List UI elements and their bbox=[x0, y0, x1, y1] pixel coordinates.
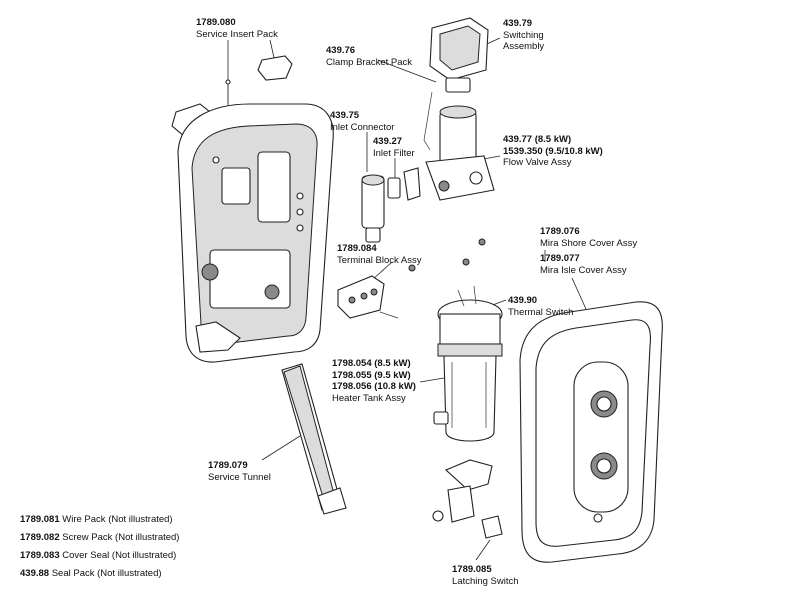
part-number: 1539.350 (9.5/10.8 kW) bbox=[503, 145, 603, 157]
part-description: Assembly bbox=[503, 41, 545, 52]
heater-tank-label: 1798.054 (8.5 kW) 1798.055 (9.5 kW) 1798… bbox=[332, 358, 416, 404]
heater-tank-part bbox=[433, 285, 503, 442]
part-description: Service Tunnel bbox=[208, 471, 271, 483]
part-description: Inlet Connector bbox=[330, 121, 395, 133]
latching-switch-part bbox=[432, 459, 503, 539]
part-number: 439.76 bbox=[326, 45, 356, 56]
note-text: Screw Pack (Not illustrated) bbox=[62, 532, 180, 543]
part-description: Heater Tank Assy bbox=[332, 392, 406, 404]
part-number: 439.79 bbox=[503, 18, 533, 29]
part-number: 439.27 bbox=[373, 136, 403, 147]
note-code: 1789.082 bbox=[20, 532, 60, 543]
part-description: Mira Shore Cover Assy bbox=[540, 237, 638, 249]
part-description: Inlet Filter bbox=[373, 147, 415, 159]
isle-cover-label: 1789.077 Mira Isle Cover Assy bbox=[540, 253, 627, 276]
part-number: 1789.084 bbox=[337, 243, 377, 254]
part-number: 1789.080 bbox=[196, 17, 236, 28]
part-number: 439.90 bbox=[508, 295, 538, 306]
part-number: 1798.054 (8.5 kW) bbox=[332, 358, 411, 369]
note-code: 1789.083 bbox=[20, 550, 60, 561]
part-number: 1789.085 bbox=[452, 564, 492, 575]
service-tunnel-label: 1789.079 Service Tunnel bbox=[208, 460, 271, 483]
note-code: 1789.081 bbox=[20, 514, 60, 525]
note-code: 439.88 bbox=[20, 568, 50, 579]
note-item: 1789.082 Screw Pack (Not illustrated) bbox=[20, 532, 179, 544]
part-number: 1798.056 (10.8 kW) bbox=[332, 381, 416, 392]
part-number: 439.77 (8.5 kW) bbox=[503, 134, 572, 145]
note-item: 439.88 Seal Pack (Not illustrated) bbox=[20, 568, 162, 580]
terminal-block-label: 1789.084 Terminal Block Assy bbox=[337, 243, 421, 266]
part-number: 439.75 bbox=[330, 110, 360, 121]
part-number: 1798.055 (9.5 kW) bbox=[332, 369, 411, 381]
note-text: Seal Pack (Not illustrated) bbox=[51, 568, 162, 579]
part-number: 1789.077 bbox=[540, 253, 580, 264]
service-tunnel-part bbox=[281, 363, 347, 515]
inlet-connector-part bbox=[361, 174, 385, 243]
terminal-block-part bbox=[337, 275, 399, 319]
part-description: Terminal Block Assy bbox=[337, 254, 422, 266]
switching-assembly-label: 439.79 Switching Assembly bbox=[503, 18, 544, 53]
clamp-bracket-part bbox=[403, 91, 433, 201]
service-insert-pack-label: 1789.080 Service Insert Pack bbox=[196, 17, 278, 40]
part-description: Clamp Bracket Pack bbox=[326, 56, 413, 68]
part-description: Thermal Switch bbox=[508, 306, 574, 318]
clamp-bracket-pack-label: 439.76 Clamp Bracket Pack bbox=[326, 45, 412, 68]
thermal-switch-label: 439.90 Thermal Switch bbox=[508, 295, 573, 318]
shore-cover-label: 1789.076 Mira Shore Cover Assy bbox=[540, 226, 637, 249]
part-number: 1789.076 bbox=[540, 226, 580, 237]
flow-valve-part bbox=[425, 105, 495, 201]
leader-lines bbox=[214, 37, 591, 561]
note-item: 1789.083 Cover Seal (Not illustrated) bbox=[20, 550, 176, 562]
part-description: Service Insert Pack bbox=[196, 28, 278, 40]
inlet-filter-part bbox=[387, 177, 401, 199]
part-description: Switching bbox=[503, 29, 544, 41]
screws-part bbox=[408, 238, 486, 272]
part-number: 1789.079 bbox=[208, 460, 248, 471]
flow-valve-label: 439.77 (8.5 kW) 1539.350 (9.5/10.8 kW) F… bbox=[503, 134, 603, 169]
front-cover-part bbox=[519, 301, 663, 563]
back-plate-part bbox=[177, 103, 334, 363]
note-text: Cover Seal (Not illustrated) bbox=[62, 550, 177, 561]
part-description: Flow Valve Assy bbox=[503, 157, 572, 168]
part-description: Latching Switch bbox=[452, 575, 519, 587]
note-item: 1789.081 Wire Pack (Not illustrated) bbox=[20, 514, 173, 526]
inlet-filter-label: 439.27 Inlet Filter bbox=[373, 136, 415, 159]
latching-switch-label: 1789.085 Latching Switch bbox=[452, 564, 519, 587]
part-description: Mira Isle Cover Assy bbox=[540, 264, 627, 276]
switching-assembly-part bbox=[429, 17, 489, 93]
note-text: Wire Pack (Not illustrated) bbox=[62, 514, 173, 525]
inlet-connector-label: 439.75 Inlet Connector bbox=[330, 110, 394, 133]
